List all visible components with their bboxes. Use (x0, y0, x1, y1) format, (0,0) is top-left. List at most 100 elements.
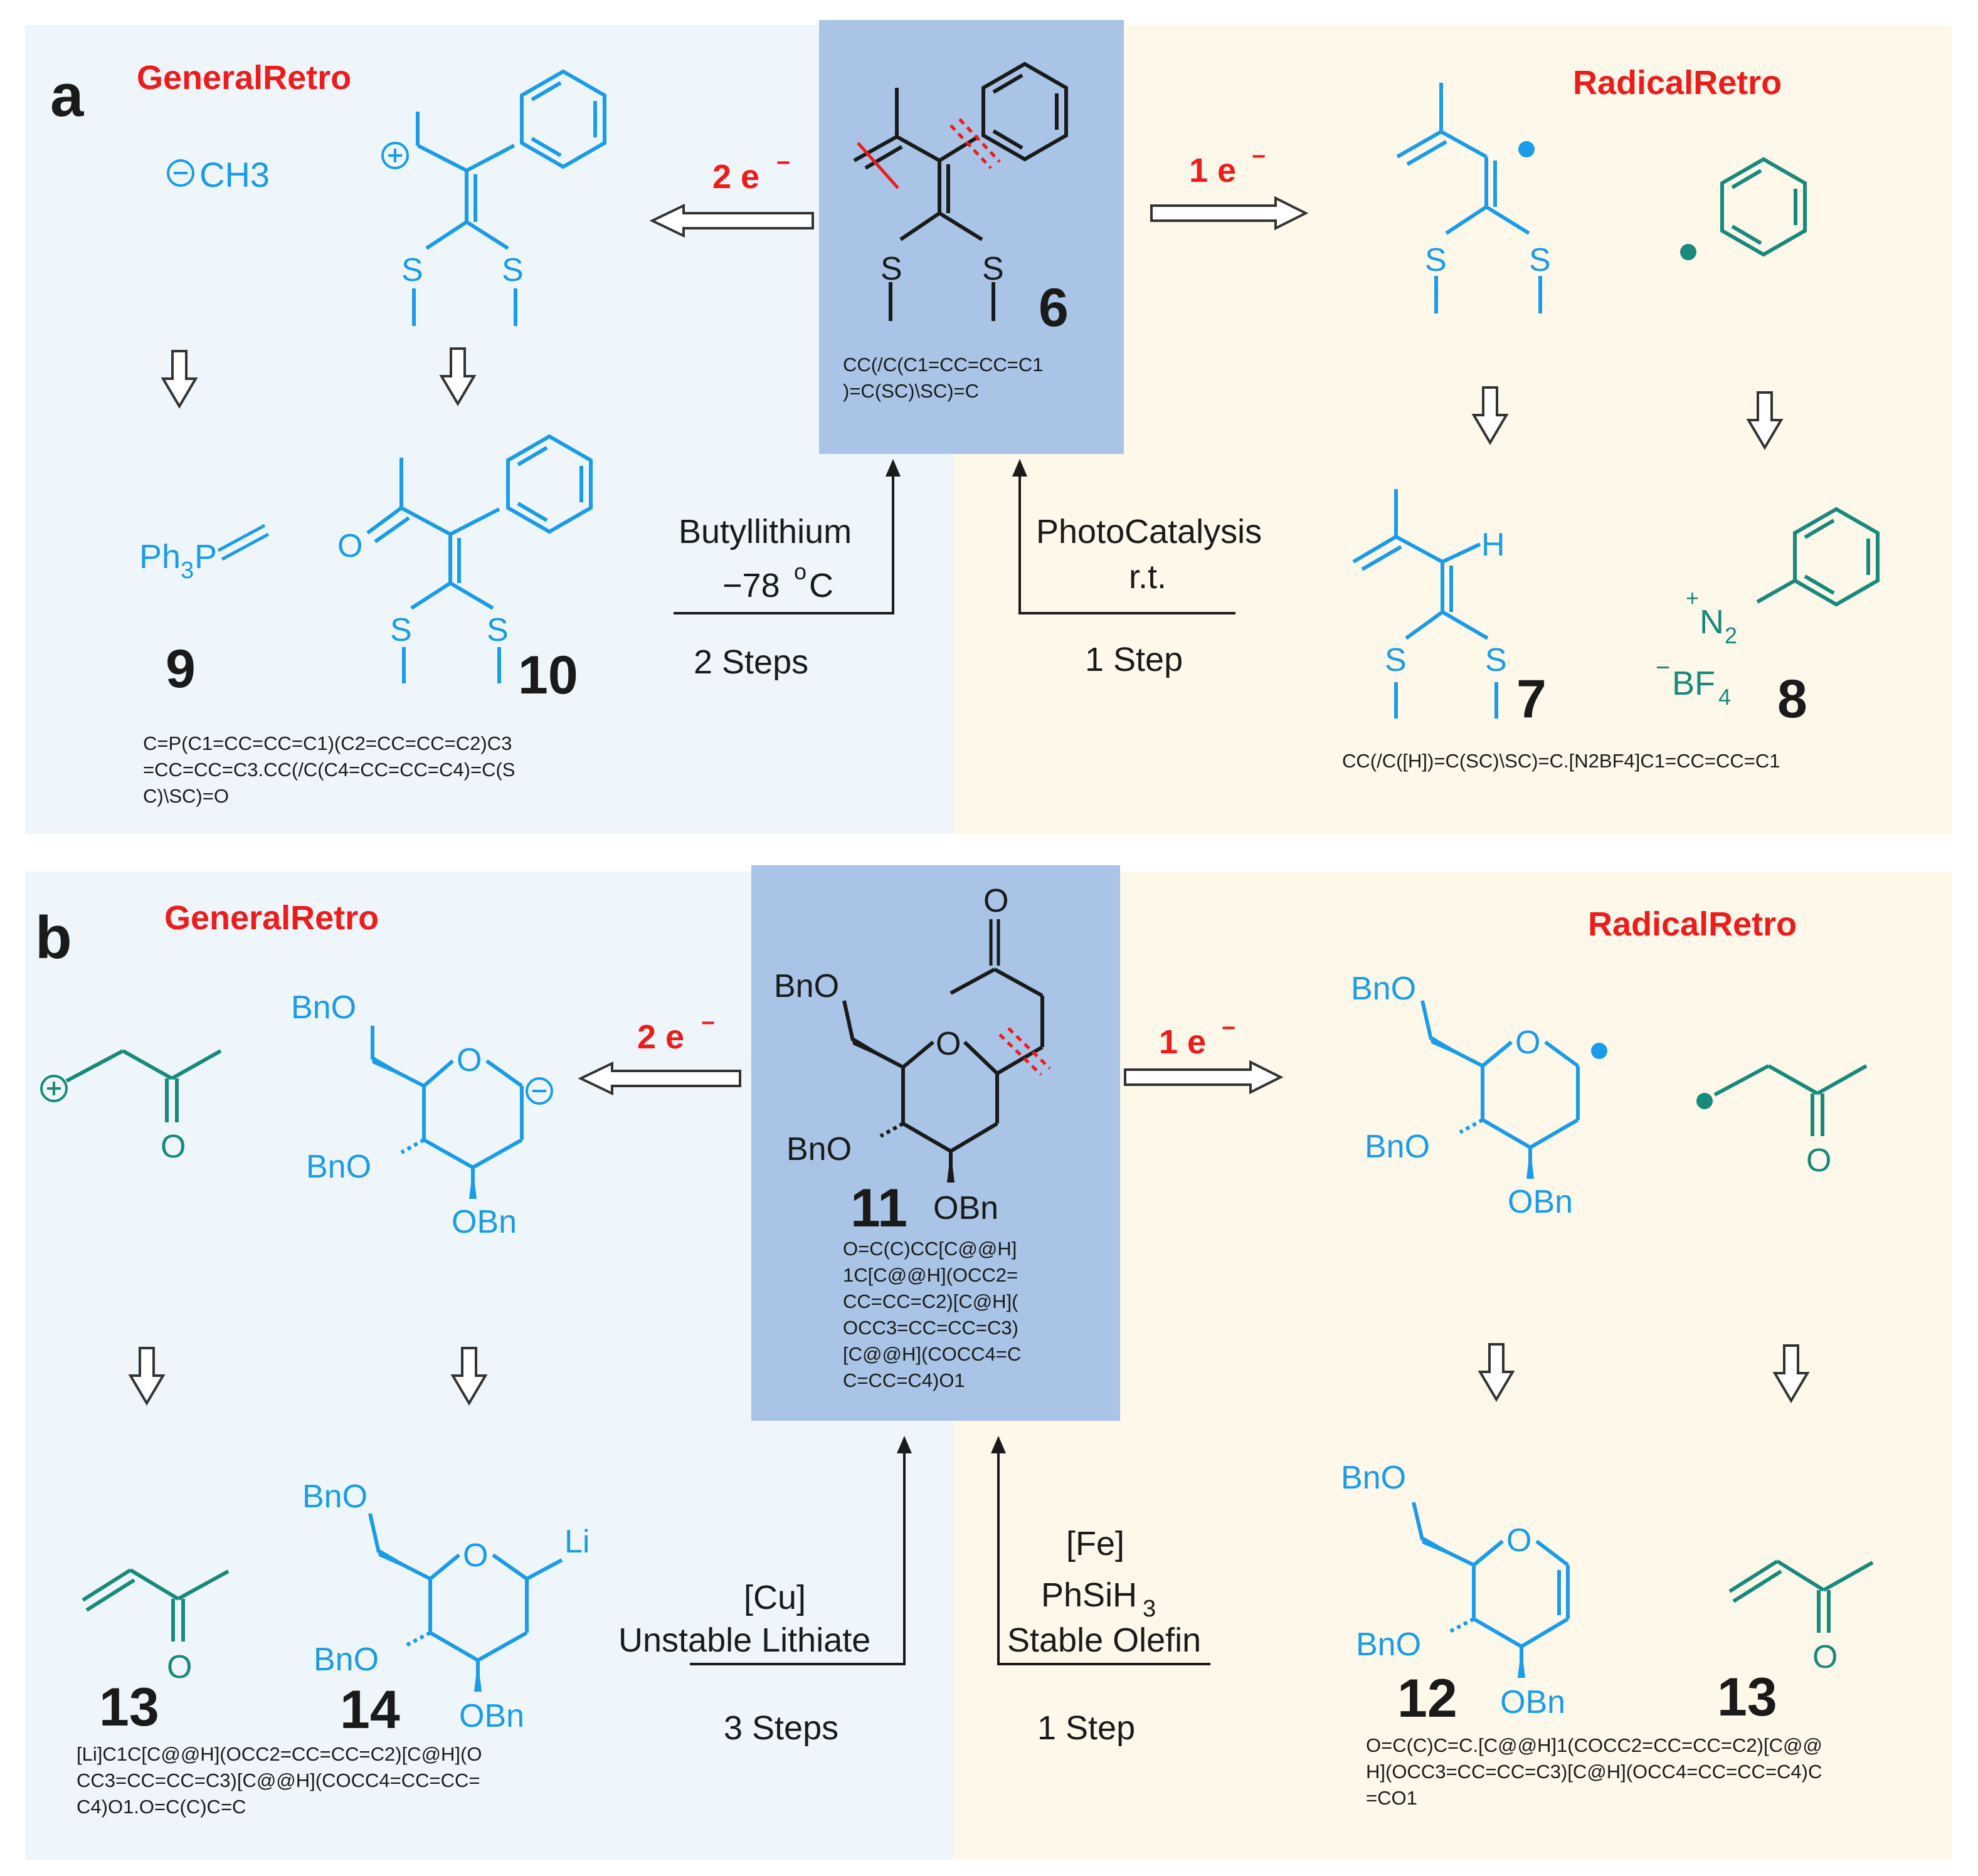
svg-text:[Fe]: [Fe] (1066, 1525, 1124, 1562)
svg-text:1 e: 1 e (1189, 152, 1236, 189)
svg-text:4: 4 (1718, 684, 1731, 710)
bno-sugar-anion-mid: BnO (306, 1149, 371, 1185)
compound-number-8: 8 (1777, 669, 1807, 729)
oxygen-13-left: O (167, 1649, 192, 1685)
svg-text:CH3: CH3 (199, 155, 270, 194)
compound-number-14: 14 (340, 1680, 400, 1740)
diazonium-8: + N 2 − BF 4 (1656, 585, 1737, 710)
svg-text:PhSiH: PhSiH (1041, 1576, 1137, 1614)
oxygen-13-right: O (1812, 1639, 1838, 1675)
compound-13-right (1728, 1559, 1874, 1633)
svg-text:−: − (1656, 654, 1670, 682)
panel-b-radical-title: RadicalRetro (1588, 905, 1797, 943)
oxygen-sugar-radical-ring: O (1515, 1025, 1540, 1061)
svg-text:1 Step: 1 Step (1037, 1709, 1135, 1747)
svg-text:P: P (194, 538, 217, 576)
svg-text:Ph: Ph (139, 538, 181, 576)
smiles-13-14-line1: [Li]C1C[C@@H](OCC2=CC=CC=C2)[C@H](O (77, 1743, 482, 1765)
sulfur-6-right: S (982, 251, 1004, 287)
sulfur-right-cation: S (502, 252, 524, 288)
svg-text:Unstable Lithiate: Unstable Lithiate (618, 1621, 870, 1659)
bno-11-top: BnO (774, 968, 839, 1004)
oxygen-14-ring: O (463, 1537, 488, 1574)
oxygen-acetonyl-radical: O (1806, 1142, 1831, 1179)
wedge-sugar-anion-ch2 (373, 1056, 424, 1086)
wedge-12-obn (1518, 1647, 1525, 1678)
svg-text:CC=CC=C2)[C@H](: CC=CC=C2)[C@H]( (843, 1290, 1018, 1312)
cut-bond-6-right-2 (958, 118, 1001, 163)
panel-a-radical-title: RadicalRetro (1573, 64, 1782, 102)
svg-text:1C[C@@H](OCC2=: 1C[C@@H](OCC2= (843, 1264, 1018, 1286)
bond-8 (1756, 579, 1796, 604)
arrow-1e-panel-b: 1 e − (1124, 1015, 1284, 1095)
svg-text:N: N (1700, 603, 1724, 641)
bno-sugar-radical-top: BnO (1351, 971, 1416, 1007)
cut-bond-6-left (857, 142, 899, 189)
arrow-2e-panel-a: 2 e − (649, 150, 814, 238)
condition-arrow-b-left: [Cu] Unstable Lithiate 3 Steps (618, 1436, 912, 1747)
compound-number-13-left: 13 (99, 1677, 159, 1737)
smiles-9-10-line2: =CC=CC=C3.CC(/C(C4=CC=CC=C4)=C(S (143, 759, 515, 781)
compound-number-10: 10 (518, 645, 578, 705)
radical-vinyl-fragment (1396, 83, 1542, 314)
panel-a-general-title: GeneralRetro (137, 59, 351, 97)
sulfur-7-right: S (1485, 642, 1507, 678)
anion-charge (526, 1077, 553, 1105)
wedge-sugar-anion-obn (469, 1167, 477, 1199)
condition-arrow-a-right: PhotoCatalysis r.t. 1 Step (1012, 459, 1262, 678)
obn-11: OBn (933, 1190, 998, 1226)
bno-sugar-radical-mid: BnO (1365, 1129, 1430, 1165)
svg-text:2 e: 2 e (637, 1018, 684, 1056)
compound-number-9: 9 (166, 639, 196, 699)
smiles-6-line1: CC(/C(C1=CC=CC=C1 (843, 354, 1044, 376)
panel-b-general-title: GeneralRetro (164, 899, 379, 937)
oxygen-acetonyl-cation: O (161, 1129, 186, 1165)
compound-number-7: 7 (1516, 669, 1547, 729)
compound-7 (1352, 489, 1498, 719)
smiles-6-line2: )=C(SC)\SC)=C (843, 380, 979, 402)
acetonyl-radical (1713, 1064, 1868, 1136)
oxygen-11-carbonyl: O (983, 883, 1008, 919)
hydrogen-7: H (1481, 527, 1505, 563)
svg-text:2 Steps: 2 Steps (694, 643, 808, 681)
svg-text:1 e: 1 e (1159, 1023, 1206, 1061)
svg-text:3 Steps: 3 Steps (724, 1709, 838, 1747)
svg-text:[C@@H](COCC4=C: [C@@H](COCC4=C (843, 1343, 1021, 1365)
svg-text:−: − (1222, 1015, 1235, 1041)
radical-dot-acetonyl (1696, 1093, 1713, 1109)
wedge-sugar-radical-ch2 (1431, 1036, 1483, 1066)
svg-text:2: 2 (1725, 623, 1737, 648)
smiles-12-13-line1: O=C(C)C=C.[C@@H]1(COCC2=CC=CC=C2)[C@@ (1366, 1734, 1822, 1756)
panel-a-letter: a (50, 62, 84, 129)
compound-number-11: 11 (850, 1178, 907, 1238)
obn-sugar-anion: OBn (452, 1204, 517, 1240)
smiles-12-13-line3: =CO1 (1366, 1787, 1417, 1809)
arrow-2e-panel-b: 2 e − (578, 1010, 741, 1096)
wedge-14-ch2 (379, 1549, 430, 1579)
wedge-12-ch2 (1422, 1536, 1474, 1565)
wedge-sugar-radical-obn (1526, 1147, 1534, 1179)
oxygen-11-ring: O (936, 1026, 961, 1062)
panel-b-letter: b (35, 904, 72, 971)
oxygen-12-ring: O (1506, 1522, 1531, 1559)
radical-dot-sugar (1591, 1043, 1607, 1059)
sulfur-10-left: S (390, 612, 412, 648)
sulfur-radical-left: S (1425, 242, 1447, 278)
cut-bond-6-right-1 (949, 124, 992, 169)
sulfur-10-right: S (487, 612, 509, 648)
lithium-14: Li (564, 1524, 590, 1560)
smiles-7-8: CC(/C([H])=C(SC)\SC)=C.[N2BF4]C1=CC=CC=C… (1342, 750, 1780, 772)
svg-text:BF: BF (1672, 665, 1715, 702)
svg-text:−: − (1252, 144, 1266, 170)
bno-14-top: BnO (302, 1478, 368, 1515)
obn-14: OBn (459, 1698, 524, 1734)
svg-text:2 e: 2 e (712, 158, 759, 196)
sulfur-7-left: S (1385, 642, 1407, 678)
bno-12-mid: BnO (1356, 1626, 1421, 1663)
compound-number-6: 6 (1039, 278, 1069, 338)
svg-text:3: 3 (1143, 1596, 1156, 1622)
arrow-1e-panel-a: 1 e − (1150, 144, 1309, 231)
smiles-9-10-line1: C=P(C1=CC=CC=C1)(C2=CC=CC=C2)C3 (143, 732, 512, 754)
svg-text:Stable Olefin: Stable Olefin (1007, 1621, 1201, 1659)
bno-12-top: BnO (1341, 1460, 1406, 1496)
